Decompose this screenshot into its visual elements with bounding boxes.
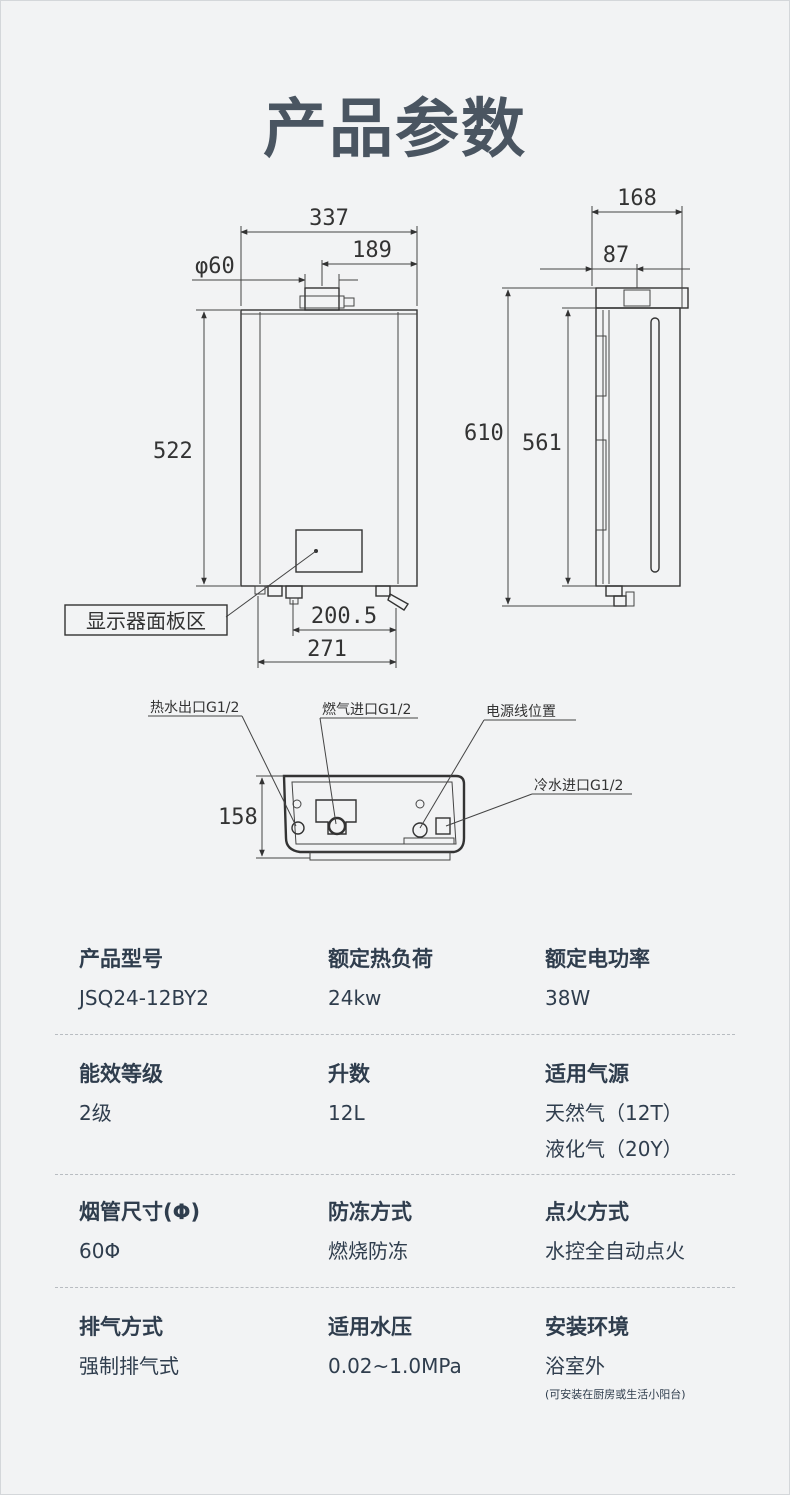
spec-label: 适用气源 xyxy=(545,1062,629,1086)
page-title: 产品参数 xyxy=(263,93,527,167)
dim-height: 522 xyxy=(153,439,193,464)
flue-pipe-front xyxy=(304,287,340,311)
dim-flue-offset: 189 xyxy=(352,238,392,263)
spec-cell: 升数 12L xyxy=(328,1059,370,1131)
spec-value: 强制排气式 xyxy=(79,1354,179,1378)
spec-label: 适用水压 xyxy=(328,1315,412,1339)
spec-value: 燃烧防冻 xyxy=(328,1239,408,1263)
spec-cell: 适用气源 天然气（12T） 液化气（20Y） xyxy=(545,1059,683,1167)
spec-value: 38W xyxy=(545,986,591,1010)
spec-value: 2级 xyxy=(79,1101,112,1125)
panel-callout-label: 显示器面板区 xyxy=(86,609,206,633)
display-panel xyxy=(295,529,363,573)
technical-drawing: 337 189 φ60 522 200.5 271 显示器面板区 xyxy=(64,186,690,861)
spec-cell: 适用水压 0.02~1.0MPa xyxy=(328,1312,462,1384)
spec-label: 防冻方式 xyxy=(328,1200,412,1224)
spec-label: 安装环境 xyxy=(545,1315,629,1339)
spec-row: 能效等级 2级 升数 12L 适用气源 天然气（12T） 液化气（20Y） xyxy=(55,1035,735,1175)
dim-connection-span: 200.5 xyxy=(311,604,377,629)
spec-cell: 产品型号 JSQ24-12BY2 xyxy=(79,944,209,1016)
label-hot-water-outlet: 热水出口G1/2 xyxy=(150,700,239,716)
spec-value: 24kw xyxy=(328,986,382,1010)
spec-label: 点火方式 xyxy=(545,1200,629,1224)
spec-label: 排气方式 xyxy=(79,1315,163,1339)
spec-row: 产品型号 JSQ24-12BY2 额定热负荷 24kw 额定电功率 38W xyxy=(55,930,735,1035)
spec-cell: 安装环境 浴室外 (可安装在厨房或生活小阳台) xyxy=(545,1312,686,1402)
spec-row: 烟管尺寸(Φ) 60Φ 防冻方式 燃烧防冻 点火方式 水控全自动点火 xyxy=(55,1175,735,1288)
spec-label: 升数 xyxy=(328,1062,370,1086)
spec-cell: 排气方式 强制排气式 xyxy=(79,1312,179,1384)
spec-cell: 烟管尺寸(Φ) 60Φ xyxy=(79,1197,200,1269)
heater-body-bottom xyxy=(282,774,466,854)
side-view: 168 87 610 561 xyxy=(464,186,690,607)
spec-cell: 点火方式 水控全自动点火 xyxy=(545,1197,685,1269)
spec-cell: 能效等级 2级 xyxy=(79,1059,163,1131)
dim-flue-diameter: φ60 xyxy=(195,254,235,279)
dim-bottom-depth: 158 xyxy=(218,805,258,830)
dim-body-height: 561 xyxy=(522,431,562,456)
spec-value: 浴室外 xyxy=(545,1354,605,1378)
spec-label: 额定热负荷 xyxy=(328,947,433,971)
spec-value: 天然气（12T） 液化气（20Y） xyxy=(545,1101,683,1161)
bottom-view: 158 热水出口G1/2 燃气进口G1/2 电源线位置 冷水进口G1/2 xyxy=(148,700,632,861)
spec-cell: 额定电功率 38W xyxy=(545,944,650,1016)
front-view: 337 189 φ60 522 200.5 271 显示器面板区 xyxy=(64,206,418,668)
spec-value: 60Φ xyxy=(79,1239,121,1263)
spec-note: (可安装在厨房或生活小阳台) xyxy=(545,1388,686,1401)
label-cold-water-inlet: 冷水进口G1/2 xyxy=(534,778,623,794)
dim-flue-depth: 87 xyxy=(603,243,630,268)
spec-label: 烟管尺寸(Φ) xyxy=(79,1200,201,1224)
label-gas-inlet: 燃气进口G1/2 xyxy=(322,701,411,718)
dim-depth: 168 xyxy=(617,186,657,211)
dim-total-height: 610 xyxy=(464,421,504,446)
label-power-cord: 电源线位置 xyxy=(486,704,556,720)
spec-value: JSQ24-12BY2 xyxy=(79,986,210,1010)
spec-row: 排气方式 强制排气式 适用水压 0.02~1.0MPa 安装环境 浴室外 (可安… xyxy=(55,1288,735,1418)
spec-value: 水控全自动点火 xyxy=(545,1239,685,1263)
dim-base-width: 271 xyxy=(307,637,347,662)
spec-value: 0.02~1.0MPa xyxy=(328,1354,462,1378)
panel-callout-box xyxy=(64,604,228,636)
spec-label: 产品型号 xyxy=(79,947,163,971)
spec-table: 产品型号 JSQ24-12BY2 额定热负荷 24kw 额定电功率 38W 能效… xyxy=(55,930,735,1418)
spec-value: 12L xyxy=(328,1101,365,1125)
spec-cell: 额定热负荷 24kw xyxy=(328,944,433,1016)
heater-body-front xyxy=(240,309,418,587)
spec-label: 额定电功率 xyxy=(545,947,650,971)
dim-width: 337 xyxy=(309,206,349,231)
spec-label: 能效等级 xyxy=(79,1062,163,1086)
spec-cell: 防冻方式 燃烧防冻 xyxy=(328,1197,412,1269)
